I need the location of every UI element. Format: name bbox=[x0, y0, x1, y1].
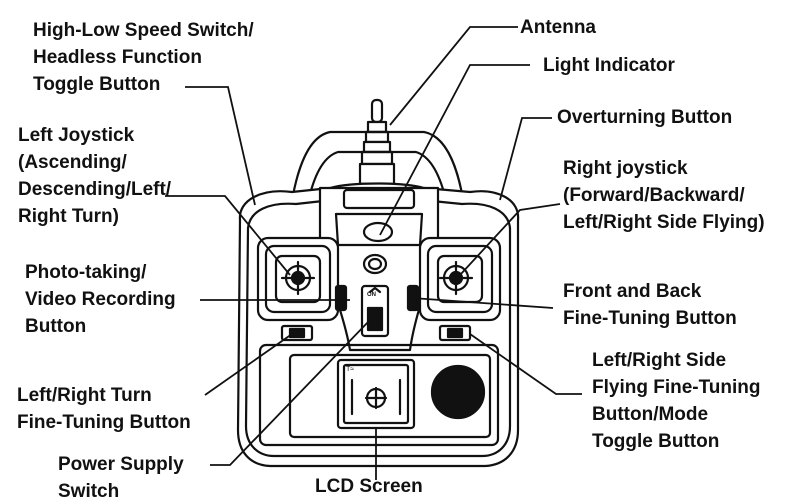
label-power-switch: Power Supply Switch bbox=[58, 454, 184, 502]
label-speed-switch: High-Low Speed Switch/ Headless Function… bbox=[33, 20, 254, 95]
mode-toggle-knob bbox=[430, 364, 486, 420]
antenna-part bbox=[358, 98, 396, 186]
label-photo-button: Photo-taking/ Video Recording Button bbox=[25, 262, 176, 337]
leader-lines bbox=[165, 26, 582, 480]
label-antenna: Antenna bbox=[520, 17, 596, 38]
label-lcd-screen: LCD Screen bbox=[315, 476, 423, 497]
power-switch-mark: ON bbox=[367, 292, 376, 298]
label-front-back-trim: Front and Back Fine-Tuning Button bbox=[563, 281, 737, 329]
light-indicator-lamp bbox=[362, 221, 394, 243]
label-side-flying-trim: Left/Right Side Flying Fine-Tuning Butto… bbox=[592, 350, 761, 452]
label-light-indicator: Light Indicator bbox=[543, 55, 675, 76]
label-left-joystick: Left Joystick (Ascending/ Descending/Lef… bbox=[18, 125, 172, 227]
label-overturning-button: Overturning Button bbox=[557, 107, 733, 128]
overturning-button-knob bbox=[362, 253, 388, 275]
label-right-joystick: Right joystick (Forward/Backward/ Left/R… bbox=[563, 158, 765, 233]
lcd-channel-text: T≈ bbox=[346, 366, 355, 373]
label-left-right-turn-trim: Left/Right Turn Fine-Tuning Button bbox=[17, 385, 191, 433]
